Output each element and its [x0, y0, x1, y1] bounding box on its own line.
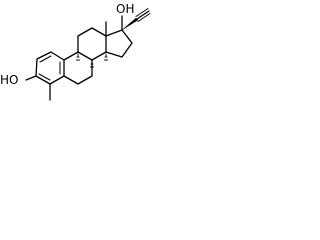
aromatic-a-ring: [35, 51, 65, 85]
hydroxyl-top-label: OH: [116, 2, 134, 16]
c-ring: [77, 27, 107, 61]
stereo-hash-c8: [90, 60, 94, 68]
phenol-bond: [25, 75, 37, 81]
hydroxyl-left-label: HO: [0, 73, 18, 87]
steroid-structure: HO OH: [0, 2, 151, 101]
stereo-hash-c14: [104, 53, 108, 61]
b-ring: [63, 51, 93, 85]
d-ring: [105, 29, 133, 58]
stereo-hash-c9: [76, 53, 80, 61]
ethynyl-wedge: [121, 17, 139, 31]
ethynyl-triple-bond: [135, 8, 151, 22]
